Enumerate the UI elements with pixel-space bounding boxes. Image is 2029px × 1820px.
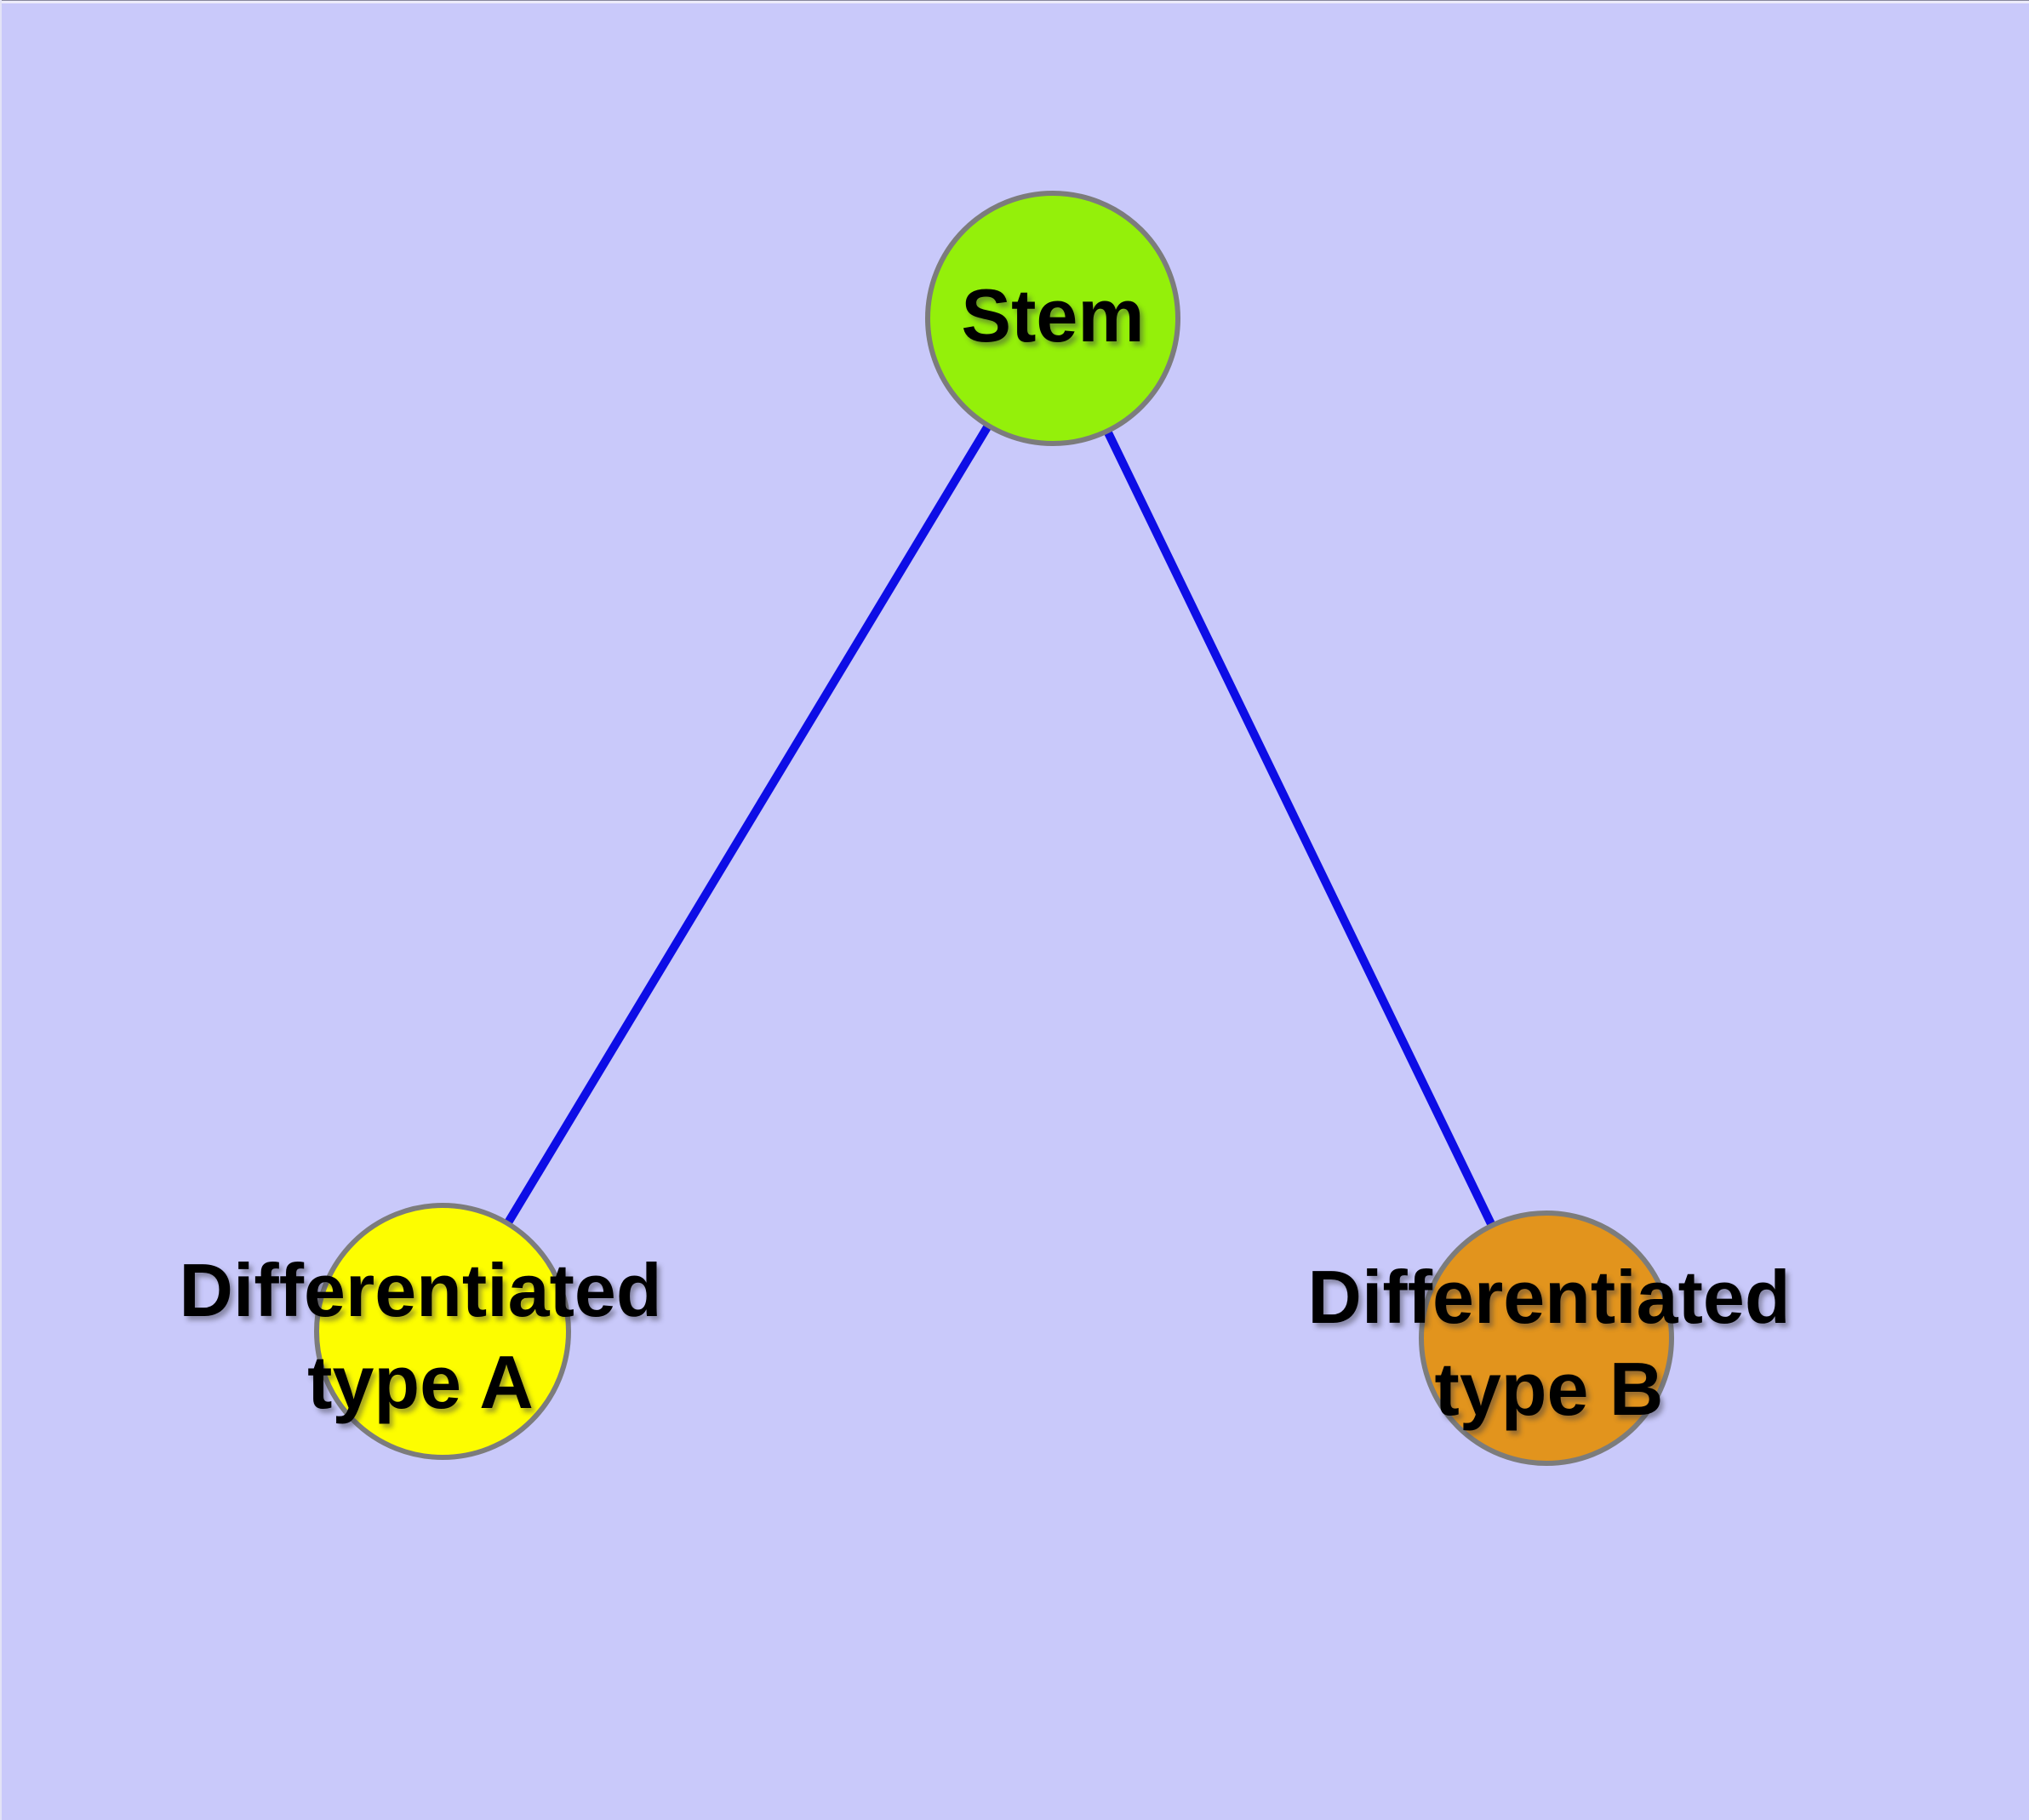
node-typeB-circle[interactable]: [1419, 1210, 1674, 1466]
node-typeB-label-line-1: Differentiated: [1307, 1255, 1791, 1339]
window-top-edge: [0, 0, 2029, 3]
node-typeA-label-line-2: type A: [307, 1340, 534, 1424]
edge-stem-typeB: [1049, 316, 1551, 1341]
window-left-edge: [0, 0, 2, 1820]
node-stem-circle[interactable]: [925, 191, 1180, 446]
node-typeA-circle[interactable]: [314, 1203, 571, 1460]
node-stem-label: Stem: [961, 270, 1144, 362]
node-typeB-label-line-2: type B: [1434, 1347, 1664, 1431]
node-stem-label-line-1: Stem: [961, 273, 1145, 358]
node-typeA-label-line-1: Differentiated: [179, 1248, 662, 1332]
edge-stem-typeA: [438, 316, 1057, 1334]
